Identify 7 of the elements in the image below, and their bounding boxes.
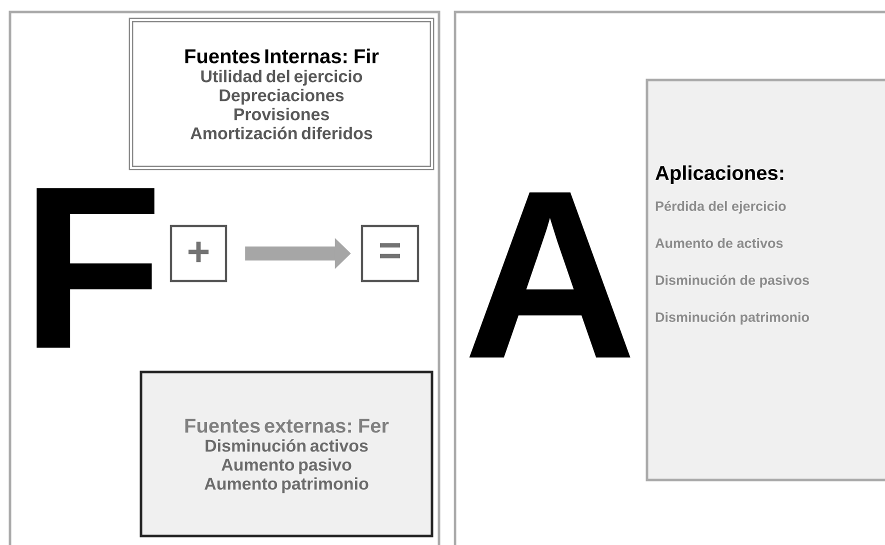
source-box: Fuentes externas: Fer Disminución activos Aumento pasivo Aumento patrimonio bbox=[140, 370, 434, 538]
symbol-box: + bbox=[170, 224, 228, 282]
big-letter: F bbox=[36, 188, 154, 348]
application-box: Aplicaciones: Pérdida del ejercicio Aumento de activos Disminución de pasivos Disminución patrimonio bbox=[646, 78, 885, 482]
big-letter: A bbox=[469, 192, 630, 358]
symbol-box: = bbox=[360, 224, 420, 282]
source-box: Fuentes Internas: Fir Utilidad del ejercicio Depreciaciones Provisiones Amortización diferidos bbox=[128, 18, 434, 170]
